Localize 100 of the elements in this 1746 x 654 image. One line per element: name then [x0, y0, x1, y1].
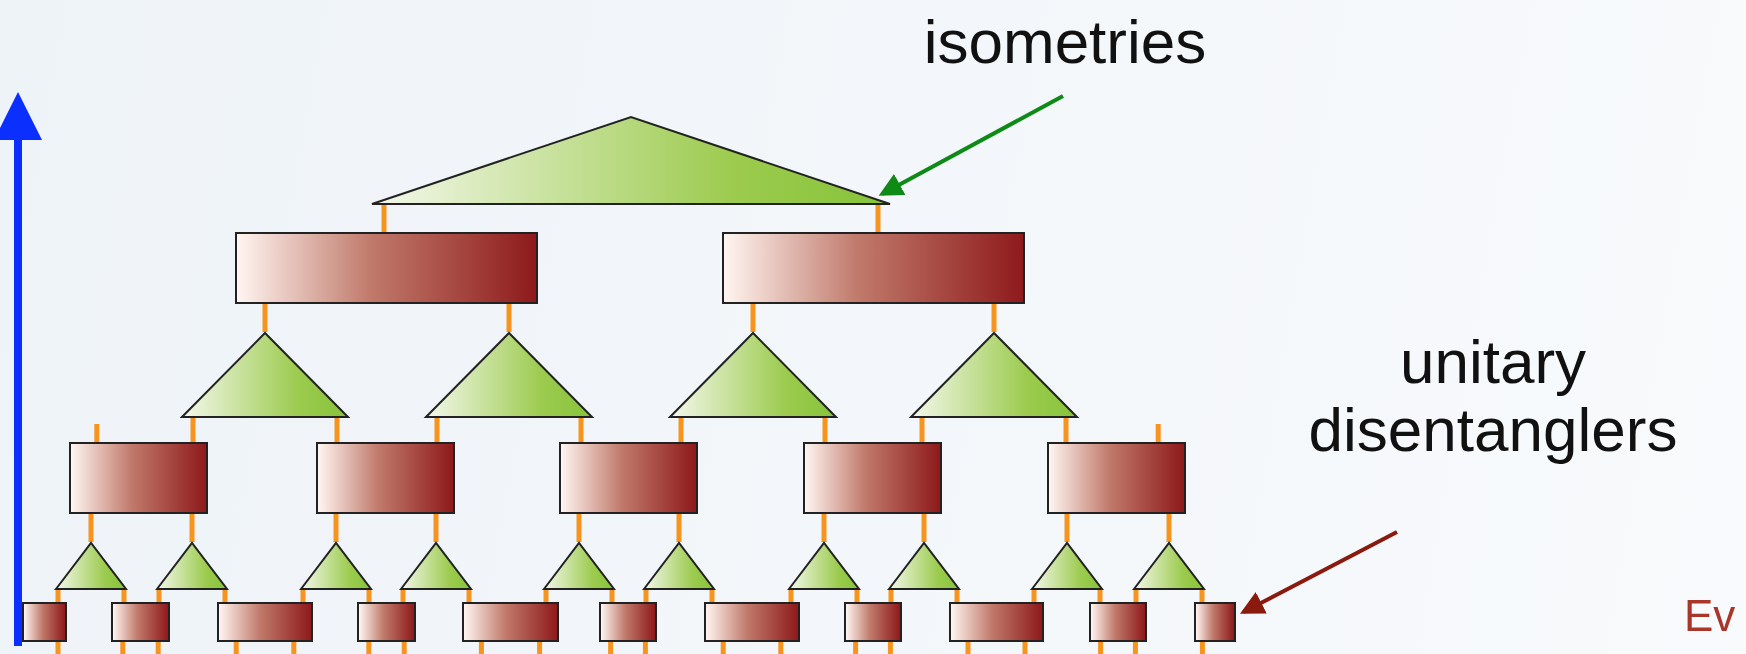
tensor-leg: [1064, 514, 1070, 542]
callout-label: isometries: [900, 8, 1230, 77]
disentangler-box: [22, 602, 67, 642]
disentangler-box: [599, 602, 657, 642]
tensor-leg: [400, 590, 406, 602]
tensor-leg: [854, 590, 860, 602]
tensor-leg: [121, 590, 127, 602]
disentangler-box: [1047, 442, 1186, 514]
tensor-leg: [300, 590, 306, 602]
tensor-leg: [1133, 590, 1139, 602]
tensor-leg: [222, 590, 228, 602]
tensor-leg: [750, 304, 756, 332]
callout-label: unitary disentanglers: [1240, 328, 1746, 465]
tensor-leg: [543, 590, 549, 602]
tensor-leg: [120, 642, 126, 654]
tensor-leg: [1063, 418, 1069, 442]
tensor-leg: [1132, 642, 1138, 654]
disentangler-box: [357, 602, 416, 642]
tensor-leg: [366, 590, 372, 602]
disentangler-box: [1089, 602, 1147, 642]
tensor-leg: [578, 418, 584, 442]
tensor-leg: [1199, 590, 1205, 602]
tensor-leg: [434, 418, 440, 442]
tensor-leg: [88, 514, 94, 542]
isometry-triangle: [1133, 542, 1205, 590]
tensor-leg: [190, 418, 196, 442]
tensor-leg: [678, 418, 684, 442]
disentangler-box: [844, 602, 902, 642]
isometry-triangle: [55, 542, 127, 590]
tensor-leg: [853, 642, 859, 654]
tensor-leg: [921, 514, 927, 542]
tensor-leg: [381, 205, 387, 232]
disentangler-box: [111, 602, 170, 642]
tensor-leg: [1031, 590, 1037, 602]
tensor-leg: [291, 642, 297, 654]
disentangler-box: [217, 602, 313, 642]
isometry-triangle: [643, 542, 715, 590]
tensor-leg: [433, 514, 439, 542]
tensor-leg: [55, 590, 61, 602]
isometry-triangle: [400, 542, 472, 590]
tensor-leg: [954, 590, 960, 602]
disentangler-box: [462, 602, 559, 642]
tensor-leg: [233, 642, 239, 654]
tensor-leg: [822, 418, 828, 442]
tensor-leg: [1022, 642, 1028, 654]
tensor-leg: [466, 590, 472, 602]
tensor-leg: [965, 642, 971, 654]
isometry-triangle: [910, 332, 1078, 418]
leader-arrow: [1240, 530, 1398, 614]
tensor-leg: [262, 304, 268, 332]
tensor-leg: [888, 590, 894, 602]
tensor-leg: [156, 590, 162, 602]
partial-text: Ev: [1684, 592, 1736, 641]
disentangler-box: [1194, 602, 1236, 642]
isometry-triangle: [543, 542, 615, 590]
tensor-leg: [478, 642, 484, 654]
isometry-triangle: [425, 332, 593, 418]
isometry-triangle: [1031, 542, 1103, 590]
isometry-triangle: [181, 332, 349, 418]
tensor-leg: [506, 304, 512, 332]
disentangler-box: [803, 442, 942, 514]
tensor-leg: [576, 514, 582, 542]
tensor-leg: [1098, 642, 1104, 654]
tensor-leg: [642, 642, 648, 654]
tensor-leg: [608, 642, 614, 654]
isometry-triangle: [669, 332, 837, 418]
tensor-leg: [537, 642, 543, 654]
isometry-triangle: [300, 542, 372, 590]
isometry-triangle: [788, 542, 860, 590]
disentangler-box: [949, 602, 1044, 642]
tensor-leg: [366, 642, 372, 654]
tensor-leg: [643, 590, 649, 602]
tensor-leg: [720, 642, 726, 654]
tensor-leg: [55, 642, 61, 654]
isometry-triangle: [888, 542, 960, 590]
isometry-triangle: [371, 116, 891, 205]
tensor-leg: [334, 418, 340, 442]
tensor-leg: [1097, 590, 1103, 602]
isometry-triangle: [156, 542, 228, 590]
tensor-leg: [788, 590, 794, 602]
tensor-leg: [1199, 642, 1205, 654]
disentangler-box: [559, 442, 698, 514]
disentangler-box: [704, 602, 800, 642]
disentangler-box: [235, 232, 538, 304]
disentangler-box: [722, 232, 1025, 304]
tensor-leg: [709, 590, 715, 602]
tensor-leg: [189, 514, 195, 542]
tensor-leg: [778, 642, 784, 654]
tensor-leg: [1155, 424, 1161, 442]
tensor-leg: [821, 514, 827, 542]
tensor-leg: [155, 642, 161, 654]
tensor-leg: [94, 424, 100, 442]
tensor-leg: [991, 304, 997, 332]
tensor-leg: [887, 642, 893, 654]
tensor-leg: [676, 514, 682, 542]
tensor-leg: [875, 205, 881, 232]
tensor-leg: [333, 514, 339, 542]
tensor-leg: [401, 642, 407, 654]
leader-arrow: [878, 94, 1064, 196]
disentangler-box: [69, 442, 208, 514]
